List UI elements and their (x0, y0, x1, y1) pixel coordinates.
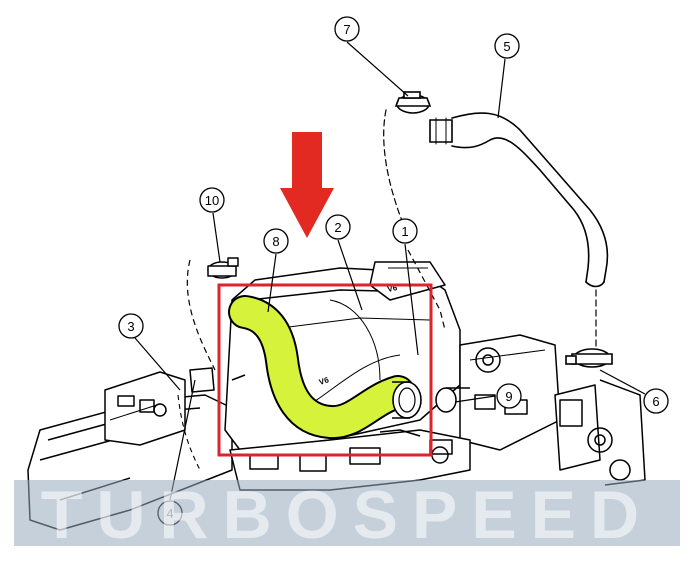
callout-6: 6 (643, 388, 669, 414)
callout-7: 7 (334, 16, 360, 42)
callout-5: 5 (494, 33, 520, 59)
leader-5 (497, 58, 506, 119)
callout-10: 10 (199, 187, 225, 213)
highlight-box (217, 283, 433, 457)
callout-6-label: 6 (652, 394, 659, 409)
leader-6 (599, 369, 646, 395)
callout-5-label: 5 (503, 39, 510, 54)
callout-8-label: 8 (272, 234, 279, 249)
callout-3-label: 3 (127, 319, 134, 334)
callout-3: 3 (118, 313, 144, 339)
callout-2-label: 2 (334, 220, 341, 235)
leader-2 (337, 239, 363, 311)
callout-1: 1 (392, 218, 418, 244)
engine-cover-text-upper: V6 (387, 283, 399, 294)
callouts (134, 41, 646, 501)
engine-body (27, 249, 646, 531)
engine-cover-text-lower: V6 (318, 375, 331, 387)
leader-3 (134, 337, 181, 391)
callout-2: 2 (325, 214, 351, 240)
callout-7-label: 7 (343, 22, 350, 37)
leader-7 (346, 41, 409, 97)
upper-hose-assembly (383, 91, 613, 368)
callout-9-label: 9 (505, 389, 512, 404)
down-arrow-icon (280, 132, 334, 238)
watermark-text: TURBOSPEED (41, 477, 653, 553)
watermark: TURBOSPEED (14, 477, 680, 553)
highlighted-hose (228, 295, 422, 440)
leader-8 (267, 253, 277, 313)
callout-9: 9 (496, 383, 522, 409)
callout-8: 8 (263, 228, 289, 254)
leader-9 (454, 395, 496, 403)
leader-10 (212, 212, 221, 263)
leader-1 (404, 243, 419, 356)
callout-10-label: 10 (205, 193, 219, 208)
callout-1-label: 1 (401, 224, 408, 239)
